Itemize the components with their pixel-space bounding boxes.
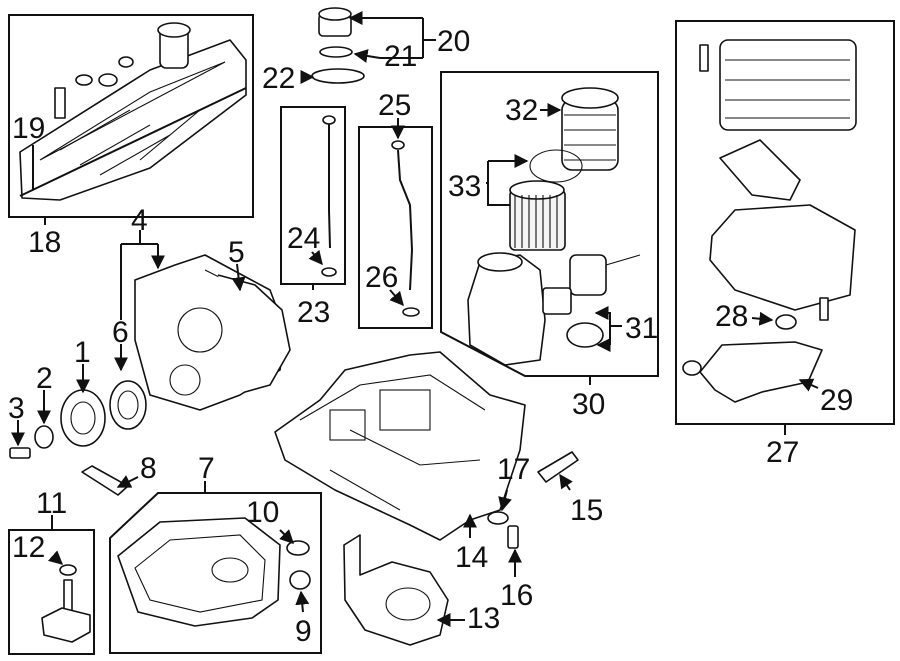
group-box-7 [109, 492, 322, 654]
group-box-30 [440, 71, 659, 377]
callout-17: 17 [497, 453, 530, 486]
callout-labels: 1 2 3 4 5 6 7 8 9 10 11 12 13 14 15 16 1… [8, 25, 853, 648]
callout-2: 2 [36, 362, 53, 395]
callout-11: 11 [36, 487, 67, 520]
callout-23: 23 [297, 296, 330, 329]
callout-22: 22 [262, 62, 295, 95]
dipstick [321, 115, 337, 277]
callout-18: 18 [28, 226, 61, 259]
callout-24: 24 [287, 222, 320, 255]
callout-27: 27 [766, 436, 799, 469]
callout-9: 9 [295, 615, 312, 648]
timing-cover [134, 254, 291, 411]
oil-pan-lower [117, 517, 311, 627]
small-parts [81, 451, 579, 549]
oil-level-sensor [41, 564, 91, 643]
callout-12: 12 [12, 531, 45, 564]
callout-8: 8 [140, 452, 157, 485]
group-box-18 [8, 14, 254, 218]
callout-1: 1 [74, 336, 91, 369]
callout-31: 31 [625, 312, 658, 345]
callout-28: 28 [715, 300, 748, 333]
callout-16: 16 [500, 579, 533, 612]
group-box-23 [280, 106, 346, 285]
callout-4: 4 [131, 204, 148, 237]
callout-14: 14 [455, 541, 488, 574]
callout-6: 6 [112, 316, 129, 349]
oil-pan-upper [274, 351, 526, 541]
callout-5: 5 [228, 236, 245, 269]
callout-3: 3 [8, 392, 25, 425]
callout-15: 15 [570, 494, 603, 527]
leader-lines [11, 11, 819, 627]
callout-19: 19 [12, 112, 45, 145]
callout-25: 25 [378, 89, 411, 122]
callout-30: 30 [572, 388, 605, 421]
callout-32: 32 [505, 94, 538, 127]
crank-pulley [9, 380, 147, 459]
callout-13: 13 [467, 602, 500, 635]
oil-pump [343, 534, 449, 646]
oil-filter-assembly [467, 87, 641, 366]
filler-cap [311, 7, 365, 84]
callout-26: 26 [365, 261, 398, 294]
callout-21: 21 [384, 40, 417, 73]
callout-10: 10 [246, 496, 279, 529]
callout-20: 20 [437, 25, 470, 58]
callout-7: 7 [198, 452, 215, 485]
callout-33: 33 [448, 170, 481, 203]
callout-29: 29 [820, 384, 853, 417]
oil-cooler-assembly [682, 39, 857, 403]
dipstick-tube [391, 140, 420, 317]
valve-cover [19, 22, 247, 201]
